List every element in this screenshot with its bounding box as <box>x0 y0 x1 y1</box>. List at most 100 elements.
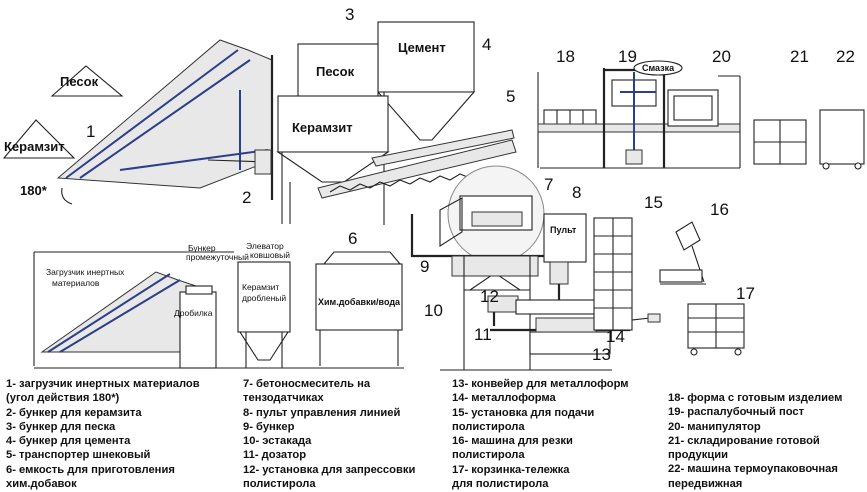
sand-pile: Песок <box>50 65 124 97</box>
num-21: 21 <box>790 47 809 66</box>
num-14: 14 <box>606 327 625 346</box>
num-10: 10 <box>424 301 443 320</box>
num-15: 15 <box>644 193 663 212</box>
legend-line: (угол действия 180*) <box>6 392 120 405</box>
legend-line: 18- форма с готовым изделием <box>668 392 843 404</box>
elevator-line1: Элеватор <box>246 241 284 251</box>
sand-pile-label: Песок <box>60 74 99 89</box>
num-7: 7 <box>544 175 553 194</box>
bucket-elevator: Элеватор ковшовый Керамзит дробленый <box>237 241 291 368</box>
num-18: 18 <box>556 47 575 66</box>
legend-line: 7- бетоносмеситель на <box>243 378 371 390</box>
legend-line: 4- бункер для цемента <box>6 435 131 448</box>
loader-inset-label: Загрузчик инертных материалов <box>46 267 127 288</box>
num-11: 11 <box>474 325 492 344</box>
cement-bin-label: Цемент <box>398 40 446 55</box>
legend-col-4: 18- форма с готовым изделием 19- распалу… <box>668 391 842 491</box>
crushed-keramzit-label: Керамзит дробленый <box>242 282 286 303</box>
num-12: 12 <box>480 287 499 306</box>
keramzit-pile: Керамзит <box>2 119 76 159</box>
legend-line: 6- емкость для приготовления <box>6 463 175 476</box>
control-console-8: Пульт <box>543 213 587 263</box>
angle-label: 180* <box>20 183 48 198</box>
num-4: 4 <box>482 35 491 54</box>
manipulator-20 <box>667 75 741 168</box>
crushed-keramzit-line2: дробленый <box>242 293 286 303</box>
intermediate-bunker-label: Бункер промежуточный <box>186 243 249 262</box>
legend-line: 15- установка для подачи <box>452 406 595 419</box>
keramzit-pile-label: Керамзит <box>4 139 65 154</box>
control-console-label: Пульт <box>550 225 577 235</box>
polystyrene-feeder-15 <box>593 217 633 331</box>
num-9: 9 <box>420 257 429 276</box>
crusher-label: Дробилка <box>174 308 213 318</box>
legend-line: 16- машина для резки <box>452 435 573 448</box>
chemical-tank-label: Хим.добавки/вода <box>318 297 401 307</box>
legend-line: 13- конвейер для металлоформ <box>452 378 629 390</box>
chemical-tank-6: Хим.добавки/вода <box>315 251 403 366</box>
legend-line: 8- пульт управления линией <box>243 406 401 419</box>
legend-line: 14- металлоформа <box>452 392 556 405</box>
cutting-machine-16 <box>659 221 706 285</box>
mixer-7 <box>439 165 545 263</box>
legend-line: 5- транспортер шнековый <box>6 449 151 462</box>
trolley-17 <box>687 303 745 356</box>
num-2: 2 <box>242 188 251 207</box>
legend-col-3: 13- конвейер для металлоформ 14- металло… <box>452 377 629 491</box>
legend-line: 2- бункер для керамзита <box>6 406 142 419</box>
legend-col-2: 7- бетоносмеситель на тензодатчиках 8- п… <box>243 377 415 491</box>
legend-line: для полистирола <box>452 478 549 491</box>
pressing-unit-12 <box>515 261 603 315</box>
legend-line: передвижная <box>668 477 743 490</box>
form-with-product-18 <box>537 72 597 168</box>
storage-21 <box>753 119 807 165</box>
num-19: 19 <box>618 47 637 66</box>
num-20: 20 <box>712 47 731 66</box>
keramzit-bin-label: Керамзит <box>292 120 353 135</box>
legend-line: 17- корзинка-тележка <box>452 463 570 476</box>
screw-conveyor-5 <box>317 129 517 199</box>
legend-line: 11- дозатор <box>243 449 307 462</box>
num-13: 13 <box>592 345 611 364</box>
loader-inset: Бункер промежуточный Загрузчик инертных … <box>33 243 249 369</box>
elevator-line2: ковшовый <box>250 250 290 260</box>
inert-loader-1: 180* <box>20 39 274 205</box>
legend-line: 12- установка для запрессовки <box>243 463 416 476</box>
legend-line: 3- бункер для песка <box>6 420 116 433</box>
loader-inset-line2: материалов <box>52 278 100 288</box>
loader-inset-line1: Загрузчик инертных <box>46 267 125 277</box>
num-16: 16 <box>710 200 729 219</box>
legend-line: хим.добавок <box>6 478 77 491</box>
legend-line: продукции <box>668 449 728 462</box>
cement-bin-4: Цемент <box>376 21 476 225</box>
num-17: 17 <box>736 284 755 303</box>
legend-line: 9- бункер <box>243 420 295 433</box>
legend-line: полистирола <box>452 420 525 433</box>
num-6: 6 <box>348 229 357 248</box>
legend-line: 21- складирование готовой <box>668 434 820 447</box>
num-22: 22 <box>836 47 855 66</box>
legend-line: 22- машина термоупаковочная <box>668 463 838 476</box>
wrapping-machine-22 <box>819 109 865 170</box>
elevator-label: Элеватор ковшовый <box>246 241 290 260</box>
num-3: 3 <box>345 5 354 24</box>
num-5: 5 <box>506 87 515 106</box>
legend-line: тензодатчиках <box>243 392 324 405</box>
crushed-keramzit-line1: Керамзит <box>242 282 280 292</box>
legend-col-1: 1- загрузчик инертных материалов (угол д… <box>6 377 200 491</box>
legend-line: 19- распалубочный пост <box>668 406 805 419</box>
intermediate-bunker-line2: промежуточный <box>186 252 249 262</box>
keramzit-bin-2: Керамзит <box>276 95 390 224</box>
sand-bin-3: Песок <box>297 43 379 101</box>
num-8: 8 <box>572 183 581 202</box>
num-1: 1 <box>86 122 95 141</box>
lubrication-label: Смазка <box>642 63 675 73</box>
stripping-post-19: Смазка <box>602 60 683 168</box>
item-numbers: 1 2 3 4 5 6 7 8 9 10 11 12 13 14 15 16 1… <box>86 5 855 364</box>
legend-line: 10- эстакада <box>243 435 312 448</box>
legend-line: полистирола <box>452 449 525 462</box>
legend-line: полистирола <box>243 478 316 491</box>
legend-line: 20- манипулятор <box>668 420 761 433</box>
legend-line: 1- загрузчик инертных материалов <box>6 378 200 390</box>
